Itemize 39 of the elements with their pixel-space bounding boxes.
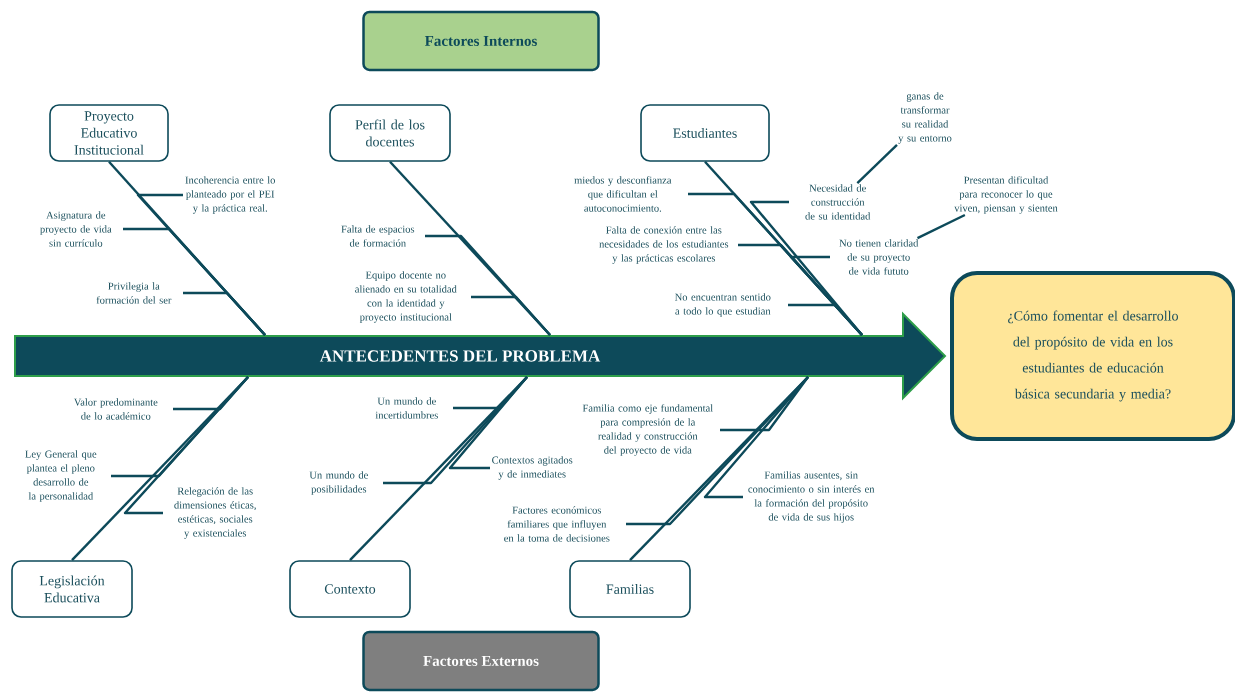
- cause-text: Un mundo de posibilidades: [309, 471, 368, 495]
- cause-text: Contextos agitados y de inmediates: [492, 456, 573, 480]
- branch-line: [471, 295, 551, 336]
- cause-text: Presentan dificultad para reconocer lo que viven, piensan y sienten: [954, 176, 1058, 214]
- category-box: Contexto: [289, 560, 411, 618]
- cause-text: Factores económicos familiares que influyen en la toma de decisiones: [504, 506, 610, 542]
- title-band: Factores Internos: [362, 10, 600, 72]
- bone-line: [629, 376, 809, 562]
- cause-text: Valor predominante de lo académico: [73, 398, 158, 420]
- cause-text: Incoherencia entre lo planteado por el PEI y la práctica real.: [185, 176, 275, 214]
- cause-text: Falta de espacios de formación: [341, 225, 415, 247]
- branch-line: [448, 376, 528, 470]
- branch-line: [123, 376, 249, 515]
- category-box: Legislación Educativa: [11, 560, 133, 618]
- cause-text: Familias ausentes, sin conocimiento o sin interés en la formación del propósito de vida de sus hijos: [748, 471, 875, 523]
- branch-line: [183, 291, 266, 336]
- cause-text: ganas de transformar su realidad y su entorno: [898, 92, 952, 144]
- cause-text: Ley General que plantea el pleno desarrollo de la personalidad: [25, 450, 97, 502]
- problem-box: ¿Cómo fomentar el desarrollo del propósito de vida en los estudiantes de educación básica secundaria y media?: [950, 271, 1235, 441]
- bone-line: [71, 376, 249, 562]
- branch-line: [703, 376, 809, 499]
- cause-text: Asignatura de proyecto de vida sin currículo: [40, 211, 112, 247]
- cause-text: Falta de conexión entre las necesidades de los estudiantes y las prácticas escolares: [599, 226, 729, 264]
- cause-text: Relegación de las dimensiones éticas, estéticas, sociales y existenciales: [174, 487, 256, 539]
- category-box: Familias: [569, 560, 691, 618]
- connector-line: [916, 213, 966, 240]
- cause-text: Necesidad de construcción de su identidad: [805, 184, 871, 220]
- category-box: Estudiantes: [640, 104, 770, 162]
- bone-line: [349, 376, 528, 562]
- connector-line: [856, 144, 898, 184]
- cause-text: miedos y desconfianza que dificultan el autoconocimiento.: [574, 176, 672, 212]
- branch-line: [788, 303, 863, 336]
- cause-text: Familia como eje fundamental para compresión de la realidad y construcción del proyecto de vida: [582, 404, 713, 456]
- category-box: Proyecto Educativo Institucional: [49, 104, 169, 162]
- cause-text: No tienen claridad de su proyecto de vida fututo: [839, 239, 919, 275]
- cause-text: Privilegia la formación del ser: [96, 282, 172, 304]
- category-box: Perfil de los docentes: [329, 104, 451, 162]
- branch-line: [720, 376, 809, 432]
- title-band: Factores Externos: [362, 630, 600, 692]
